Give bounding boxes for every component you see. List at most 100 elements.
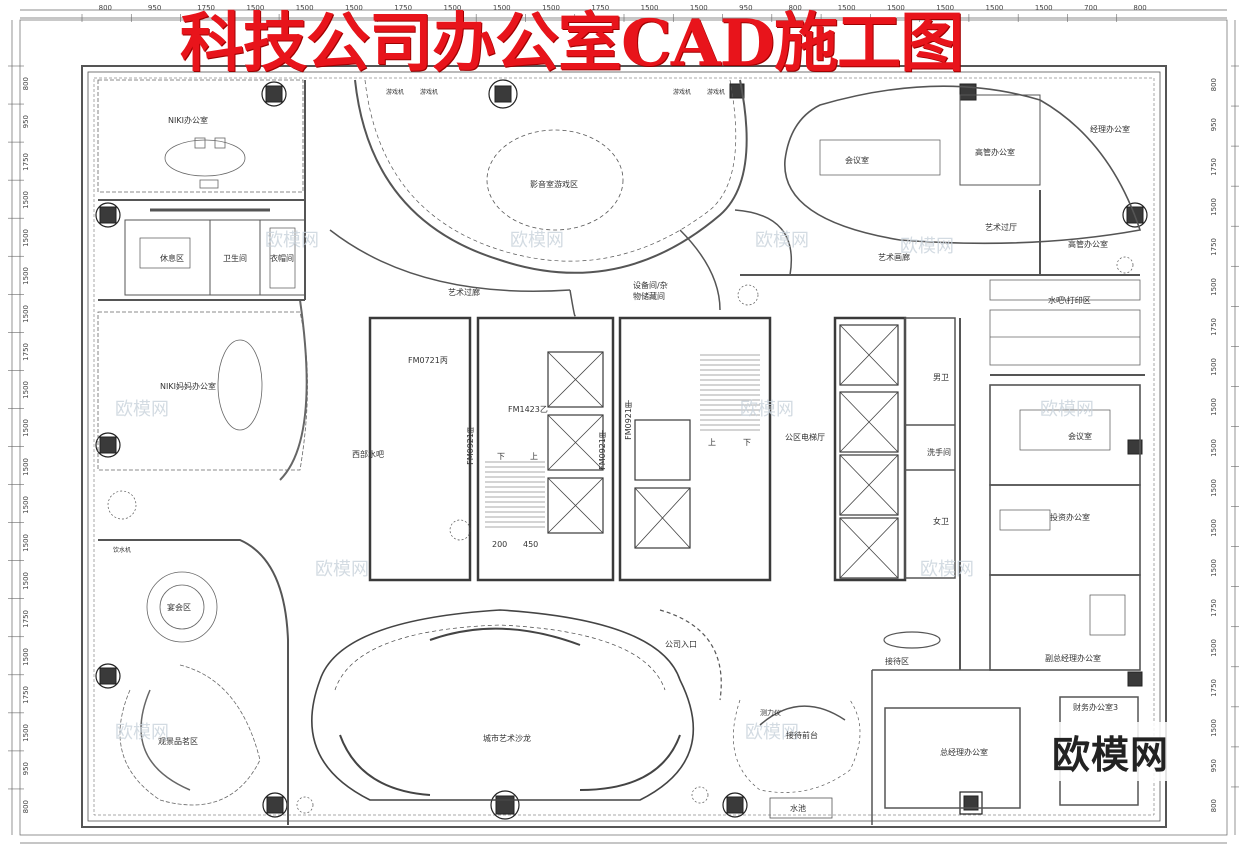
dim-left-item: 1500 [22, 267, 30, 286]
label-company-entrance: 公司入口 [665, 640, 697, 649]
central-core [368, 316, 907, 582]
watermark-7: 欧模网 [1040, 399, 1094, 420]
cinema-area [354, 79, 748, 274]
label-reception-desk: 接待前台 [786, 731, 818, 740]
dim-top-item: 1750 [394, 4, 413, 12]
watermark-8: 欧模网 [315, 559, 369, 580]
label-dim-200: 200 [492, 540, 508, 549]
dimension-frame [11, 9, 1236, 844]
label-niki-office: NIKI办公室 [168, 116, 208, 125]
right-dimension-ticks [1231, 65, 1239, 788]
dim-top-item: 950 [739, 4, 753, 12]
dim-right-item: 1500 [1210, 518, 1218, 537]
art-gallery-wall [740, 190, 1140, 276]
elevator-crosses [547, 324, 899, 579]
label-mens-toilet: 男卫 [933, 373, 949, 382]
dim-left-item: 1500 [22, 457, 30, 476]
dim-right-item: 1500 [1210, 718, 1218, 737]
dim-right-item: 1500 [1210, 358, 1218, 377]
dim-right-item: 950 [1210, 118, 1218, 132]
dim-top-item: 800 [98, 4, 112, 12]
dim-left-item: 1750 [22, 343, 30, 362]
dim-top-item: 700 [1084, 4, 1098, 12]
label-game-4: 游戏机 [707, 89, 726, 96]
dim-top-item: 1500 [443, 4, 462, 12]
dim-left-item: 1500 [22, 419, 30, 438]
dim-left-item: 1500 [22, 533, 30, 552]
landscape-lounge [119, 664, 261, 806]
label-west-water-bar: 西部水吧 [352, 450, 384, 459]
dim-left-item: 1500 [22, 647, 30, 666]
label-stair-down-1: 下 [497, 452, 505, 461]
city-art-salon [311, 609, 695, 801]
dim-left-item: 1750 [22, 685, 30, 704]
niki-mom-office [97, 299, 308, 481]
dim-left-item: 1500 [22, 571, 30, 590]
label-door-fm1423: FM1423乙 [508, 405, 548, 414]
gm-finance-offices [769, 669, 1139, 825]
label-stair-up-2: 上 [708, 438, 716, 447]
brand-watermark: 欧模网 [1045, 722, 1175, 781]
dim-top-item: 1500 [542, 4, 560, 12]
dim-top-item: 1500 [246, 4, 265, 12]
label-banquet: 宴会区 [167, 603, 191, 612]
dim-top-item: 1750 [591, 4, 610, 12]
dim-left-item: 1500 [22, 381, 30, 400]
plants [107, 256, 1134, 814]
label-art-corridor-2: 艺术画廊 [878, 253, 910, 262]
label-pool: 水池 [790, 804, 806, 813]
dim-right-item: 1500 [1210, 398, 1218, 417]
label-meeting-room-2: 会议室 [1068, 432, 1092, 441]
dim-right-item: 1500 [1210, 438, 1218, 457]
art-corridor-curves [329, 209, 792, 317]
dim-right-item: 1750 [1210, 318, 1218, 337]
water-bar-print-area [989, 279, 1141, 366]
label-rest-area: 休息区 [160, 254, 184, 263]
dim-top-item: 1500 [492, 4, 511, 12]
restroom-block [904, 317, 956, 579]
dim-top-item: 1500 [295, 4, 314, 12]
dim-right-item: 1500 [1210, 478, 1218, 497]
label-door-fm0721: FM0721丙 [408, 356, 448, 365]
watermark-4: 欧模网 [900, 236, 954, 257]
dim-top-item: 1500 [640, 4, 659, 12]
reception-area [659, 609, 941, 793]
label-door-fm0921-b: FM0921甲 [598, 430, 607, 470]
watermark-3: 欧模网 [755, 230, 809, 251]
dim-right-item: 1500 [1210, 638, 1218, 657]
dim-left-item: 800 [22, 77, 30, 91]
dim-right-item: 1750 [1210, 598, 1218, 617]
dim-top-item: 800 [1133, 4, 1147, 12]
label-niki-mom-office: NIKI妈妈办公室 [160, 382, 216, 391]
label-game-3: 游戏机 [673, 89, 692, 96]
watermark-10: 欧模网 [115, 722, 169, 743]
label-door-fm0921-a: FM0921甲 [466, 425, 475, 465]
dim-top-item: 1500 [985, 4, 1004, 12]
label-door-fm0921-c: FM0921甲 [624, 400, 633, 440]
dim-right-item: 1750 [1210, 158, 1218, 176]
label-reception: 接待区 [885, 657, 909, 666]
label-investment-office: 投资办公室 [1050, 513, 1090, 522]
label-toilet: 卫生间 [223, 254, 247, 263]
label-water-dispenser: 饮水机 [113, 547, 132, 554]
dim-left-item: 1500 [22, 191, 30, 209]
dim-top-item: 800 [788, 4, 802, 12]
label-landscape-lounge: 观景品茗区 [158, 737, 198, 746]
drawing-title: 科技公司办公室CAD施工图 [180, 6, 964, 81]
dim-left-item: 1500 [22, 495, 30, 514]
dim-left-item: 950 [22, 761, 30, 776]
watermark-1: 欧模网 [265, 230, 319, 251]
dim-right-item: 1500 [1210, 198, 1218, 216]
label-meeting-room: 会议室 [845, 156, 869, 165]
label-dim-450: 450 [523, 540, 539, 549]
label-gm-office: 总经理办公室 [940, 748, 988, 757]
dim-left-item: 1750 [22, 609, 30, 628]
watermark-6: 欧模网 [740, 399, 794, 420]
label-game-2: 游戏机 [420, 89, 439, 96]
label-manager-office: 经理办公室 [1090, 125, 1130, 134]
stairs [485, 354, 760, 528]
outer-wall [81, 65, 1167, 828]
label-wash-room: 洗手间 [927, 448, 951, 457]
watermark-11: 欧模网 [745, 722, 799, 743]
